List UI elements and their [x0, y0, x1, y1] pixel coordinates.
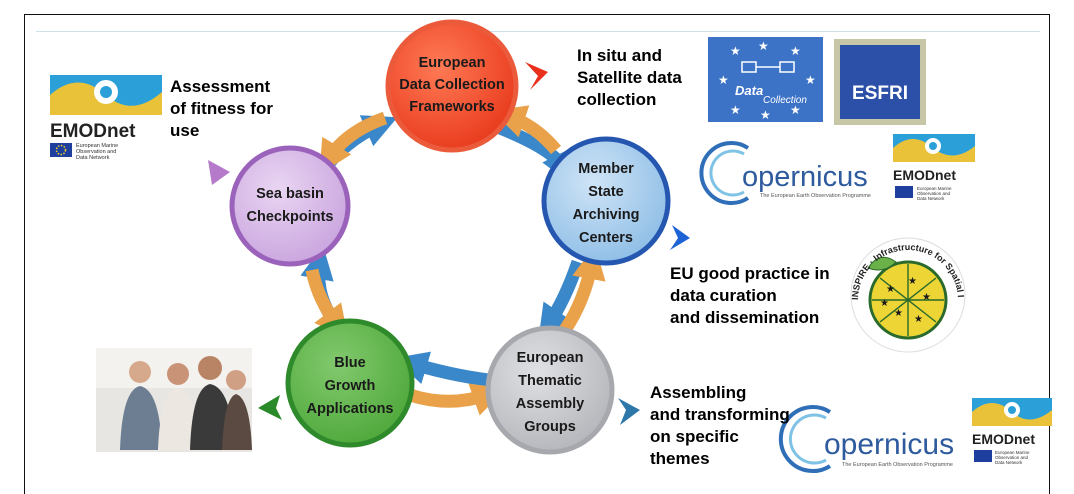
photo-people-meeting	[96, 348, 252, 452]
return-arrow-edcf-to-checkpoints	[319, 111, 388, 175]
emodnet-wordmark: EMODnet	[972, 431, 1035, 447]
callout-in-situ: In situ and Satellite data collection	[577, 46, 682, 109]
svg-text:★: ★	[922, 292, 931, 303]
svg-text:★: ★	[894, 308, 903, 319]
flow-arrow-thematic-to-blue	[393, 351, 489, 387]
emodnet-logo: EMODnet European Marine Observation and …	[50, 75, 162, 161]
svg-text:★: ★	[758, 39, 769, 53]
return-arrow-thematic-to-member	[559, 245, 606, 334]
data-word: Data	[735, 83, 763, 98]
copernicus-logo: opernicus The European Earth Observation…	[699, 141, 871, 205]
svg-text:★: ★	[790, 103, 801, 117]
esfri-logo: ESFRI	[834, 39, 926, 125]
chevron-left-green-icon	[258, 395, 282, 420]
emodnet-tagline: Observation and	[917, 191, 951, 196]
copernicus-wordmark: opernicus	[824, 428, 954, 461]
emodnet-tagline: Data Network	[995, 460, 1023, 465]
svg-text:★: ★	[730, 44, 741, 58]
emodnet-tagline: Observation and	[995, 455, 1029, 460]
esfri-wordmark: ESFRI	[852, 83, 908, 104]
svg-text:★: ★	[805, 73, 816, 87]
svg-text:★: ★	[790, 44, 801, 58]
chevron-down-teal-icon	[618, 398, 640, 425]
copernicus-logo-bottom: opernicus The European Earth Observation…	[778, 405, 954, 473]
copernicus-tagline: The European Earth Observation Programme	[842, 462, 953, 468]
svg-text:★: ★	[880, 298, 889, 309]
svg-text:★: ★	[908, 276, 917, 287]
return-arrow-blue-to-thematic	[407, 383, 506, 416]
top-rule	[36, 31, 1040, 32]
emodnet-tagline: Data Network	[917, 196, 945, 201]
chevron-right-icon	[525, 62, 548, 90]
callout-assembling: Assembling and transforming on specific …	[650, 383, 790, 468]
copernicus-tagline: The European Earth Observation Programme	[760, 193, 871, 199]
svg-text:★: ★	[730, 103, 741, 117]
svg-text:★: ★	[718, 73, 729, 87]
emodnet-tagline: Data Network	[76, 155, 110, 161]
data-collection-logo: ★ ★ ★ ★ ★ ★ ★ ★ Data Collection	[708, 37, 823, 122]
emodnet-logo-bottom: EMODnet European Marine Observation and …	[972, 398, 1052, 465]
emodnet-logo-small: EMODnet European Marine Observation and …	[893, 134, 975, 201]
collection-word: Collection	[763, 95, 807, 106]
chevron-left-icon	[208, 160, 230, 185]
callout-eu-good-practice: EU good practice in data curation and di…	[670, 264, 830, 327]
emodnet-tagline: European Marine	[76, 143, 118, 149]
return-arrow-member-to-edcf	[491, 105, 561, 155]
emodnet-wordmark: EMODnet	[893, 167, 956, 183]
svg-text:★: ★	[760, 108, 771, 122]
chevron-right-blue-icon	[670, 225, 690, 250]
svg-text:★: ★	[886, 284, 895, 295]
emodnet-tagline: Observation and	[76, 149, 116, 155]
emodnet-tagline: European Marine	[917, 186, 952, 191]
callout-fitness: Assessment of fitness for use	[170, 77, 273, 140]
emodnet-wordmark: EMODnet	[50, 121, 136, 142]
emodnet-tagline: European Marine	[995, 450, 1030, 455]
svg-text:★: ★	[914, 314, 923, 325]
copernicus-wordmark: opernicus	[742, 161, 868, 193]
